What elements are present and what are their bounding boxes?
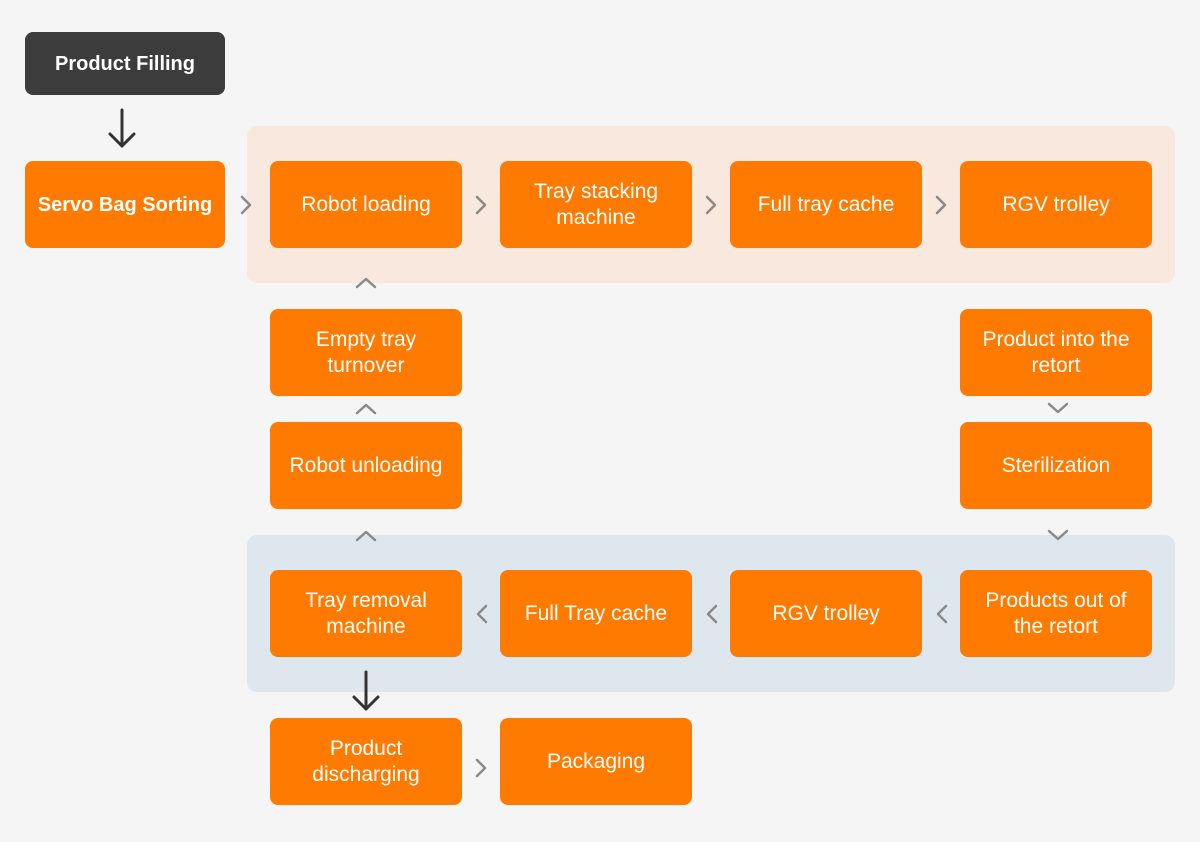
chevron-down-icon <box>1047 529 1069 541</box>
chevron-up-icon <box>355 277 377 289</box>
chevron-right-icon <box>240 195 252 215</box>
node-sterilization: Sterilization <box>960 422 1152 509</box>
node-robot-unloading: Robot unloading <box>270 422 462 509</box>
chevron-right-icon <box>475 195 487 215</box>
node-tray-stacking-machine: Tray stacking machine <box>500 161 692 248</box>
node-rgv-trolley-top: RGV trolley <box>960 161 1152 248</box>
chevron-right-icon <box>705 195 717 215</box>
node-servo-bag-sorting: Servo Bag Sorting <box>25 161 225 248</box>
chevron-up-icon <box>355 530 377 542</box>
node-product-filling: Product Filling <box>25 32 225 95</box>
node-tray-removal-machine: Tray removal machine <box>270 570 462 657</box>
arrow-down-icon <box>108 108 136 148</box>
arrow-down-icon <box>352 670 380 711</box>
chevron-right-icon <box>475 758 487 778</box>
node-product-discharging: Product discharging <box>270 718 462 805</box>
chevron-up-icon <box>355 403 377 415</box>
chevron-left-icon <box>706 604 718 624</box>
chevron-down-icon <box>1047 402 1069 414</box>
node-full-tray-cache-bottom: Full Tray cache <box>500 570 692 657</box>
node-full-tray-cache-top: Full tray cache <box>730 161 922 248</box>
node-packaging: Packaging <box>500 718 692 805</box>
node-rgv-trolley-bottom: RGV trolley <box>730 570 922 657</box>
node-empty-tray-turnover: Empty tray turnover <box>270 309 462 396</box>
node-robot-loading: Robot loading <box>270 161 462 248</box>
node-products-out-retort: Products out of the retort <box>960 570 1152 657</box>
chevron-left-icon <box>936 604 948 624</box>
node-product-into-retort: Product into the retort <box>960 309 1152 396</box>
chevron-left-icon <box>476 604 488 624</box>
chevron-right-icon <box>935 195 947 215</box>
